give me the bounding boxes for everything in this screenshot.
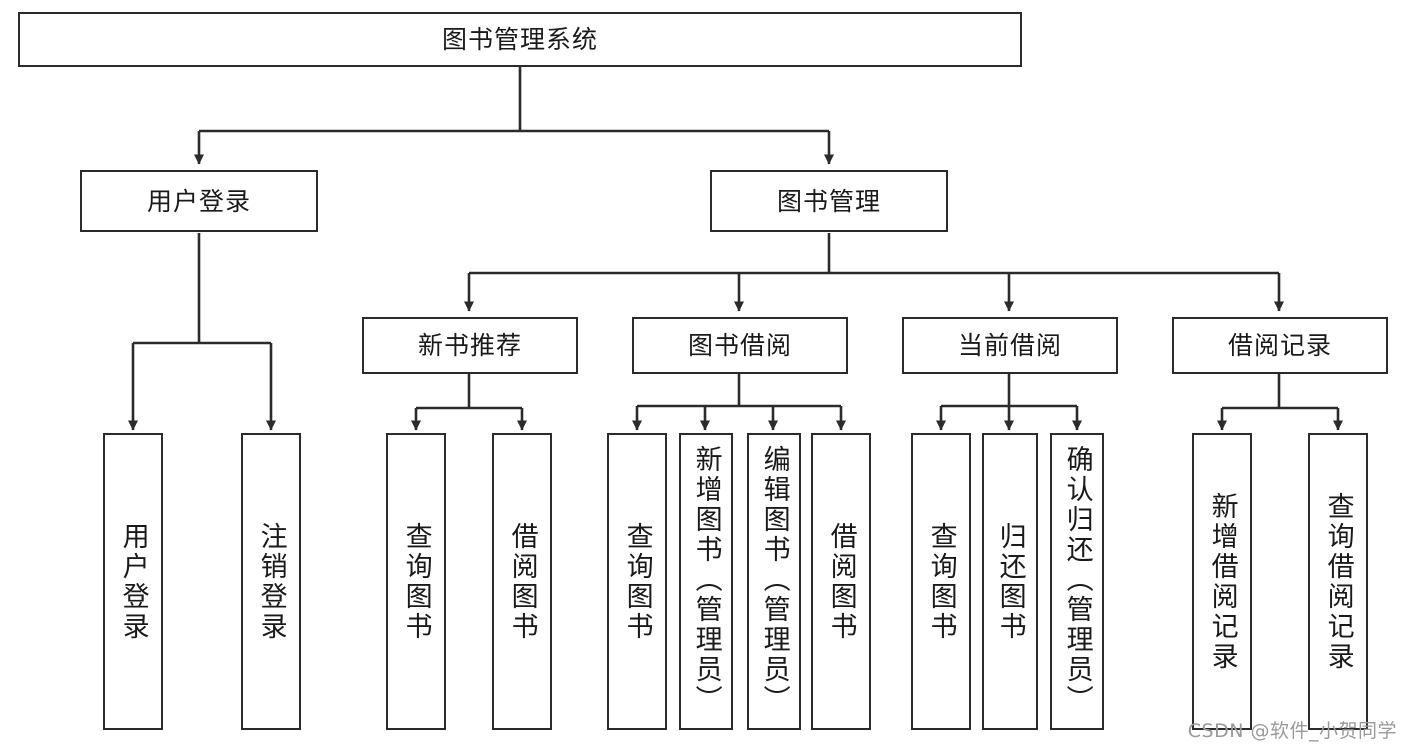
node-book-borrow[interactable]: 图书借阅	[632, 317, 848, 374]
node-leaf-add-record-label: 新增借阅记录	[1206, 491, 1238, 672]
node-borrow-record-label: 借阅记录	[1227, 331, 1332, 360]
node-user-login[interactable]: 用户登录	[80, 170, 318, 232]
node-leaf-logout-label: 注销登录	[255, 521, 287, 642]
node-leaf-return-book[interactable]: 归还图书	[982, 433, 1038, 730]
node-leaf-user-login-label: 用户登录	[117, 521, 149, 642]
node-leaf-borrow-book-2[interactable]: 借阅图书	[811, 433, 871, 730]
node-leaf-add-book-label: 新增图书（管理员）	[690, 445, 722, 715]
node-leaf-borrow-book-1[interactable]: 借阅图书	[492, 433, 552, 730]
node-leaf-query-book-2-label: 查询图书	[621, 521, 653, 642]
node-leaf-return-book-label: 归还图书	[994, 521, 1026, 642]
node-leaf-query-book-3-label: 查询图书	[925, 521, 957, 642]
node-new-book-recommend-label: 新书推荐	[417, 331, 522, 360]
node-current-borrow[interactable]: 当前借阅	[902, 317, 1118, 374]
node-leaf-confirm-return[interactable]: 确认归还（管理员）	[1050, 433, 1104, 730]
node-leaf-query-book-1[interactable]: 查询图书	[386, 433, 446, 730]
node-leaf-logout[interactable]: 注销登录	[241, 433, 301, 730]
node-leaf-edit-book[interactable]: 编辑图书（管理员）	[747, 433, 801, 730]
node-leaf-add-record[interactable]: 新增借阅记录	[1192, 433, 1252, 730]
node-new-book-recommend[interactable]: 新书推荐	[362, 317, 578, 374]
node-leaf-borrow-book-1-label: 借阅图书	[506, 521, 538, 642]
node-leaf-query-record[interactable]: 查询借阅记录	[1308, 433, 1368, 730]
node-borrow-record[interactable]: 借阅记录	[1172, 317, 1388, 374]
watermark-text: CSDN @软件_小贺同学	[1187, 720, 1397, 742]
node-root-label: 图书管理系统	[441, 25, 598, 54]
node-leaf-add-book[interactable]: 新增图书（管理员）	[679, 433, 733, 730]
node-root[interactable]: 图书管理系统	[18, 12, 1022, 67]
node-leaf-query-book-2[interactable]: 查询图书	[607, 433, 667, 730]
node-book-borrow-label: 图书借阅	[687, 331, 792, 360]
node-leaf-edit-book-label: 编辑图书（管理员）	[758, 445, 790, 715]
node-leaf-query-record-label: 查询借阅记录	[1322, 491, 1354, 672]
node-leaf-user-login[interactable]: 用户登录	[103, 433, 163, 730]
node-leaf-query-book-1-label: 查询图书	[400, 521, 432, 642]
node-book-manage[interactable]: 图书管理	[710, 170, 948, 232]
node-leaf-confirm-return-label: 确认归还（管理员）	[1061, 445, 1093, 715]
node-user-login-label: 用户登录	[146, 186, 251, 216]
node-current-borrow-label: 当前借阅	[957, 331, 1062, 360]
node-leaf-borrow-book-2-label: 借阅图书	[825, 521, 857, 642]
node-book-manage-label: 图书管理	[776, 186, 881, 216]
node-leaf-query-book-3[interactable]: 查询图书	[911, 433, 971, 730]
